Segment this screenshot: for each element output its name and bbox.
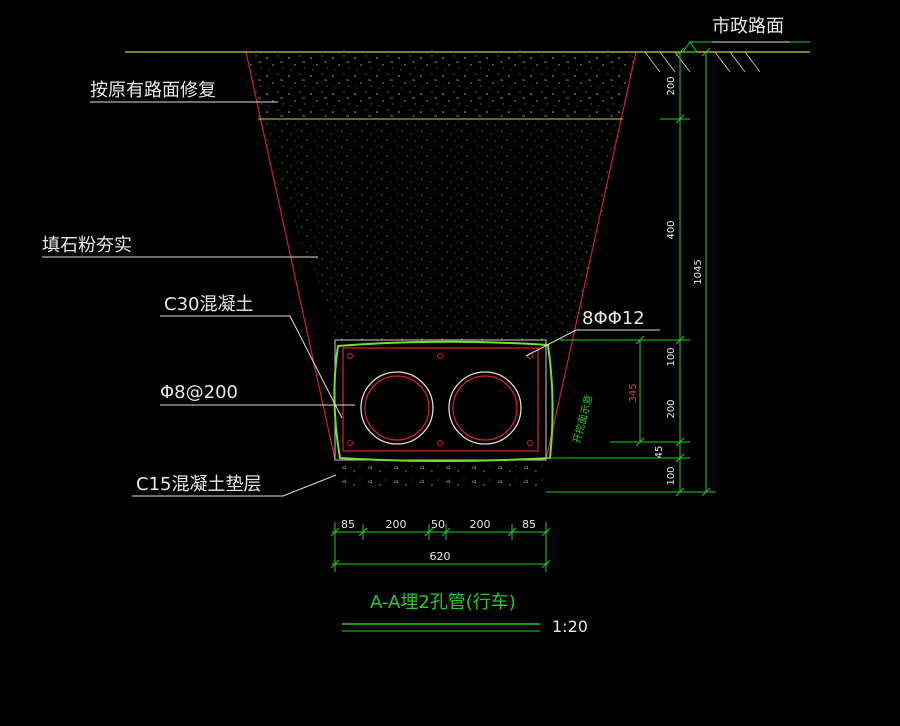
dim-v-100-top: 100 <box>666 347 677 366</box>
trench-outline <box>245 51 637 461</box>
dim-v-100-bottom: 100 <box>666 466 677 485</box>
dim-v-400: 400 <box>666 220 677 239</box>
stirrup-label: Φ8@200 <box>160 382 238 403</box>
excavation-note: 开挖面示意 <box>570 393 595 445</box>
vertical-dimension-chain <box>546 47 716 497</box>
conduit-right <box>448 371 522 445</box>
dim-h-200-left: 200 <box>386 518 407 531</box>
main-rebar-label: 8ΦΦ12 <box>582 308 645 329</box>
dim-h-85-left: 85 <box>341 518 355 531</box>
backfill-label: 填石粉夯实 <box>42 235 132 256</box>
rebar-cage <box>342 347 539 452</box>
dim-v-200: 200 <box>666 76 677 95</box>
dim-v-200-mid: 200 <box>666 399 677 418</box>
road-surface-label: 市政路面 <box>712 16 784 37</box>
label-leaders <box>42 41 790 497</box>
backfill-layer <box>258 119 623 340</box>
conduit-left <box>360 371 434 445</box>
drawing-title: A-A埋2孔管(行车) <box>370 592 516 613</box>
dim-v-45: 45 <box>654 446 665 459</box>
dim-h-total-620: 620 <box>430 550 451 563</box>
road-restoration-layer <box>246 52 636 119</box>
horizontal-dimension-chain <box>330 522 551 572</box>
restore-label: 按原有路面修复 <box>90 80 216 101</box>
c30-label: C30混凝土 <box>164 294 253 315</box>
elevation-marker-icon <box>682 41 698 53</box>
dim-h-200-right: 200 <box>470 518 491 531</box>
scale-label: 1:20 <box>552 617 588 636</box>
c15-bedding-layer <box>336 460 546 492</box>
ground-hatch-right <box>644 51 761 73</box>
c15-label: C15混凝土垫层 <box>136 474 261 495</box>
dim-h-50: 50 <box>431 518 445 531</box>
dim-v-1045: 1045 <box>693 259 704 284</box>
dim-h-85-right: 85 <box>522 518 536 531</box>
dim-v-345: 345 <box>628 383 639 402</box>
